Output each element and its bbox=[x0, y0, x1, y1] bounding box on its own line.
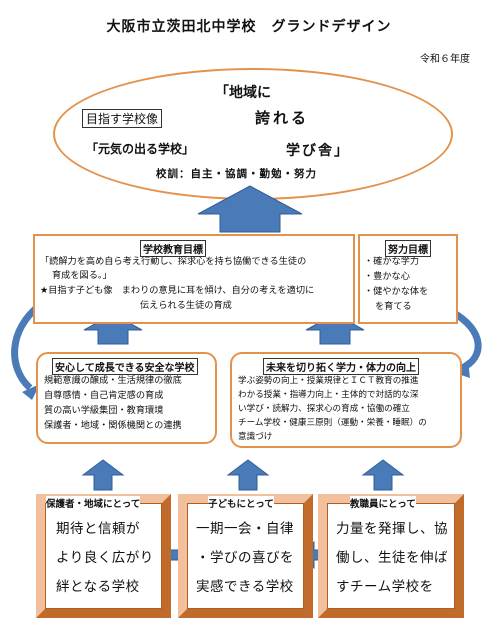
children-line: 実感できる学校 bbox=[196, 579, 294, 595]
safe-school-item: 質の高い学級集団・教育環境 bbox=[44, 405, 164, 416]
vision-goal-label: 目指す学校像 bbox=[82, 109, 163, 128]
future-skills-item: 学ぶ姿勢の向上・授業規律とＩＣＴ教育の推進 bbox=[238, 376, 419, 386]
safe-school-item: 自尊感情・自己肯定感の育成 bbox=[44, 390, 164, 401]
education-goal-line2: 育成を図る。」 bbox=[52, 270, 112, 281]
vision-line1: 「地域に bbox=[215, 85, 271, 101]
arrow-up-to-vision bbox=[197, 185, 303, 233]
parents-line: より良く広がり bbox=[56, 550, 154, 566]
staff-line: 働し、生徒を伸ば bbox=[336, 550, 448, 566]
vision-line3b: 学び舎」 bbox=[286, 143, 350, 159]
future-skills-item: 意識づけ bbox=[238, 432, 273, 442]
future-skills-item: い学び・読解力、探求心の育成・協働の確立 bbox=[238, 404, 410, 414]
arrow-up-from-staff bbox=[361, 459, 405, 491]
effort-goal-item: ・健やかな体を bbox=[364, 286, 429, 297]
arrow-up-from-children bbox=[226, 459, 270, 491]
parents-line: 期待と信頼が bbox=[56, 521, 140, 537]
education-goal-label: 学校教育目標 bbox=[140, 240, 206, 257]
children-line: 一期一会・自律 bbox=[196, 521, 294, 537]
education-goal-line1: 「読解力を高め自ら考え行動し、探求心を持ち協働できる生徒の bbox=[40, 256, 307, 267]
vision-line3a: 「元気の出る学校」 bbox=[86, 142, 195, 156]
children-label: 子どもにとって bbox=[208, 496, 274, 510]
children-line: ・学びの喜びを bbox=[196, 550, 294, 566]
parents-label: 保護者・地域にとって bbox=[46, 496, 141, 510]
staff-label: 教職員にとって bbox=[350, 496, 416, 510]
safe-school-label: 安心して成長できる安全な学校 bbox=[52, 358, 198, 375]
safe-school-item: 保護者・地域・関係機関との連携 bbox=[44, 420, 182, 431]
arrow-up-from-parents bbox=[81, 459, 125, 491]
staff-line: すチーム学校を bbox=[336, 579, 434, 595]
fiscal-year: 令和６年度 bbox=[420, 54, 470, 65]
vision-line2: 誇れる bbox=[255, 109, 310, 127]
curve-arrow-left bbox=[11, 302, 43, 391]
safe-school-item: 規範意識の醸成・生活規律の徹底 bbox=[44, 375, 182, 386]
future-skills-item: チーム学校・健康三原則（運動・栄養・睡眠）の bbox=[238, 418, 427, 428]
page-title: 大阪市立茨田北中学校 グランドデザイン bbox=[106, 19, 392, 35]
school-motto: 校訓：自主・協調・勤勉・努力 bbox=[156, 168, 317, 180]
staff-line: 力量を発揮し、協 bbox=[336, 521, 448, 537]
future-skills-item: わかる授業・指導力向上・主体的で対話的な深 bbox=[238, 390, 419, 400]
effort-goal-item: ・確かな学力 bbox=[364, 256, 420, 267]
parents-line: 絆となる学校 bbox=[56, 579, 140, 595]
education-goal-line3: ★目指す子ども像 まわりの意見に耳を傾け、自分の考えを適切に bbox=[40, 285, 315, 296]
future-skills-label: 未来を切り拓く学力・体力の向上 bbox=[263, 358, 419, 375]
education-goal-line4: 伝えられる生徒の育成 bbox=[140, 300, 232, 311]
effort-goal-item: ・豊かな心 bbox=[364, 271, 410, 282]
effort-goal-label: 努力目標 bbox=[385, 240, 431, 257]
effort-goal-item: を育てる bbox=[375, 301, 412, 312]
